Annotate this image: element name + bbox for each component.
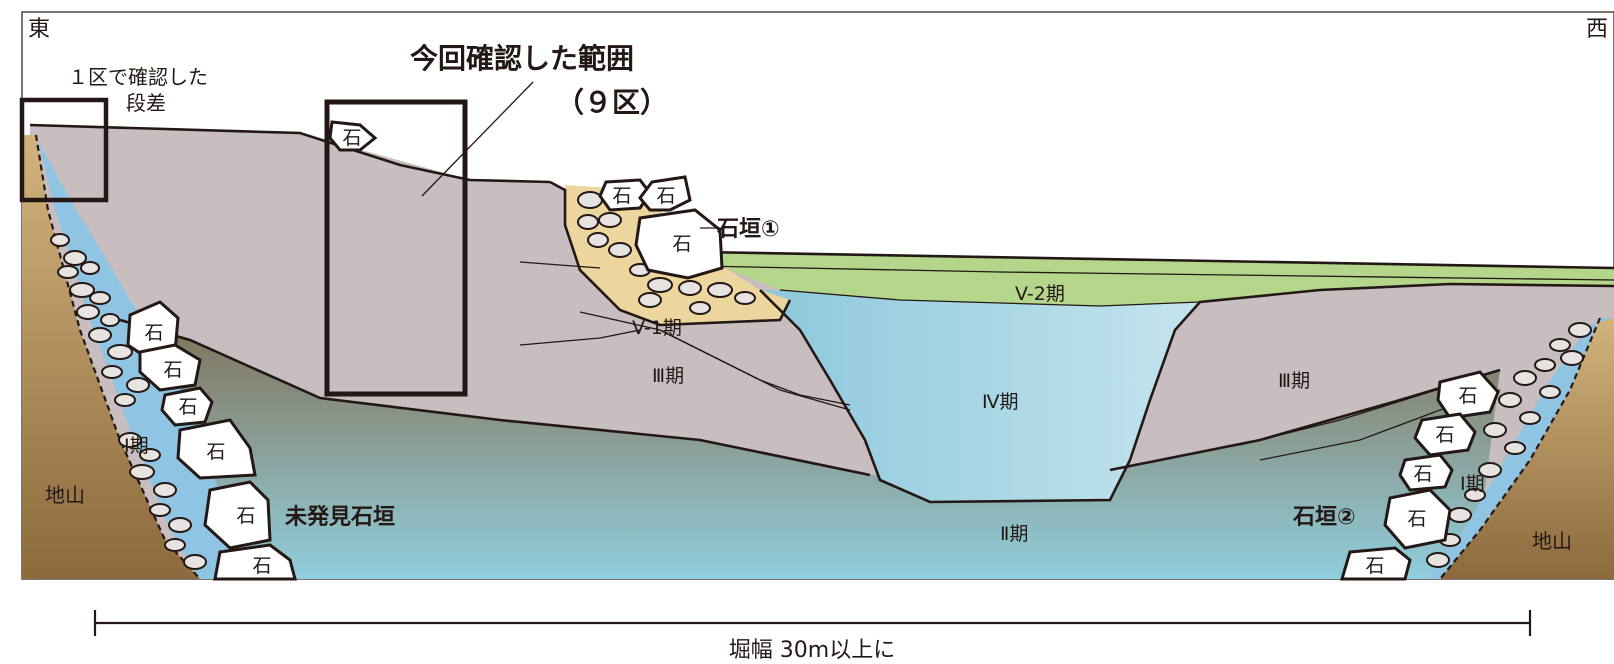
stone-label: 石 — [178, 396, 197, 418]
stones-right-wall — [1339, 370, 1500, 581]
layer-period-iv — [760, 290, 1200, 502]
label-jiyama-left: 地山 — [45, 483, 85, 507]
zone9-leader-line — [421, 81, 534, 197]
stone-label: 石 — [1435, 424, 1454, 446]
label-period-i-right: Ⅰ期 — [1460, 473, 1485, 495]
stone-labels: 石 石 石 石 石 石 石 石 石 石 石 石 石 石 石 — [144, 127, 1477, 577]
label-period-i-left: Ⅰ期 — [124, 435, 149, 457]
label-period-iii-left: Ⅲ期 — [652, 365, 684, 387]
zone9-range-box — [324, 99, 468, 397]
stone-label: 石 — [656, 185, 675, 207]
direction-west: 西 — [1586, 17, 1608, 42]
ground-surface — [29, 123, 551, 184]
label-period-v1: V-1期 — [632, 317, 682, 339]
bedrock-right — [1440, 318, 1614, 579]
layer-period-v2 — [700, 252, 1614, 306]
stone-label: 石 — [1365, 555, 1384, 577]
stone-label: 石 — [342, 127, 361, 149]
stone-label: 石 — [1458, 385, 1477, 407]
stones-left-wall — [126, 300, 297, 581]
pebbles-ishigaki1 — [577, 191, 756, 315]
label-ishigaki2: 石垣② — [1292, 505, 1356, 530]
stone-label: 石 — [1407, 508, 1426, 530]
layer-period-ii — [120, 320, 1500, 579]
label-zone1-step-1: １区で確認した — [68, 65, 208, 89]
stone-label: 石 — [1413, 463, 1432, 485]
pebbles-left — [50, 233, 207, 570]
scale-label: 堀幅 30m以上に — [729, 638, 895, 663]
label-jiyama-right: 地山 — [1532, 529, 1572, 553]
label-period-iv: Ⅳ期 — [982, 391, 1019, 413]
stone-label: 石 — [672, 233, 691, 255]
label-period-iii-right: Ⅲ期 — [1278, 370, 1310, 392]
label-ishigaki1: 石垣① — [716, 217, 780, 242]
stone-label: 石 — [236, 505, 255, 527]
stone-label: 石 — [612, 185, 631, 207]
bedrock-left — [22, 135, 200, 579]
stone-label: 石 — [163, 359, 182, 381]
label-zone9-sub: （９区） — [556, 86, 668, 119]
scale-bar — [93, 610, 1532, 636]
label-period-ii: Ⅱ期 — [1000, 523, 1028, 545]
label-zone9-title: 今回確認した範囲 — [410, 42, 634, 75]
pebbles-right — [1426, 322, 1592, 568]
label-unfound-ishigaki: 未発見石垣 — [285, 505, 395, 530]
zone1-step-box — [19, 97, 109, 203]
stone-label: 石 — [144, 322, 163, 344]
stones-ishigaki1 — [328, 120, 724, 280]
stone-label: 石 — [206, 441, 225, 463]
direction-east: 東 — [28, 17, 50, 42]
label-period-v2: V-2期 — [1015, 283, 1065, 305]
label-zone1-step-2: 段差 — [126, 91, 166, 115]
stone-label: 石 — [252, 555, 271, 577]
